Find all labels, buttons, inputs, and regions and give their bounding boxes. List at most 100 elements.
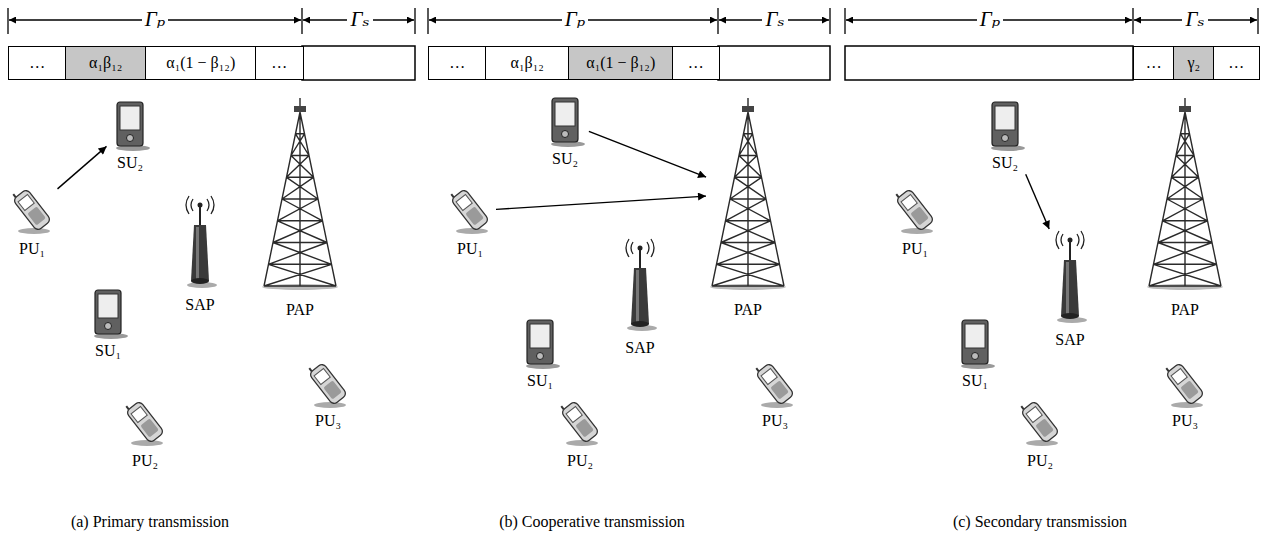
device-label: PU₂ — [1027, 452, 1053, 470]
slot-label: … — [1228, 54, 1244, 72]
time-slot: … — [428, 46, 487, 80]
phone-keypad — [910, 206, 929, 225]
antenna-shine — [196, 227, 199, 279]
device-label: PAP — [734, 301, 762, 319]
device-label: SAP — [625, 339, 654, 357]
time-slot: … — [255, 46, 304, 80]
slot-label: α₁β₁₂ — [511, 54, 544, 72]
phone-keypad — [140, 418, 159, 437]
time-frame-arrows — [8, 8, 1258, 34]
frame-tick — [844, 8, 845, 34]
tower-icon — [1145, 96, 1225, 291]
slot-label: … — [29, 54, 45, 72]
empty-slot — [845, 46, 1133, 80]
panel-caption: (a) Primary transmission — [68, 513, 232, 531]
network-device: PU₂ — [556, 398, 604, 470]
slot-label: … — [449, 54, 465, 72]
antenna-base — [191, 278, 209, 284]
network-device: PU₁ — [446, 186, 494, 258]
frame-tick — [1257, 8, 1258, 34]
phone-screen — [566, 406, 582, 422]
antenna-tip — [1068, 238, 1073, 243]
antenna-body — [631, 268, 649, 324]
phone-body — [756, 363, 795, 406]
phone-aerial — [126, 406, 128, 409]
time-slot: γ₂ — [1173, 46, 1215, 80]
phone-aerial — [309, 368, 311, 371]
phone-body — [126, 401, 165, 444]
pda-icon — [543, 96, 587, 148]
pda-screen — [995, 106, 1015, 130]
phone-screen — [456, 194, 472, 210]
antenna-rod — [639, 250, 641, 268]
antenna-icon — [180, 195, 220, 290]
network-device: SU₂ — [983, 100, 1027, 172]
shadow — [131, 440, 163, 446]
phone-aerial — [561, 406, 563, 409]
device-label: PU₃ — [315, 412, 341, 430]
device-label: PU₃ — [1172, 412, 1198, 430]
network-device: PU₃ — [1161, 360, 1209, 430]
antenna-base — [631, 321, 649, 327]
antenna-rod — [1069, 242, 1071, 260]
phone-screen — [901, 194, 917, 210]
pda-screen — [530, 324, 550, 348]
phone-screen — [761, 368, 777, 384]
device-label: SU₁ — [95, 342, 121, 360]
network-device: SU₁ — [86, 288, 130, 360]
duration-label: Γₛ — [347, 8, 372, 31]
tower-top — [742, 106, 754, 112]
frame-tick — [301, 8, 302, 34]
network-device: SAP — [180, 195, 220, 314]
tower-icon — [708, 96, 788, 291]
network-device: PU₃ — [304, 360, 352, 430]
pda-button — [127, 135, 134, 142]
phone-body — [1021, 401, 1060, 444]
antenna-tip — [638, 246, 643, 251]
shadow — [18, 228, 50, 234]
frame-tick — [427, 8, 428, 34]
panel-caption: (c) Secondary transmission — [950, 513, 1130, 531]
pda-icon — [86, 288, 130, 340]
lattice — [1149, 98, 1221, 286]
phone-body — [896, 189, 935, 232]
phone-screen — [18, 194, 34, 210]
frame-tick — [414, 8, 415, 34]
device-label: PU₃ — [762, 412, 788, 430]
antenna-icon — [620, 238, 660, 333]
shadow — [1026, 440, 1058, 446]
tower-top — [1179, 106, 1191, 112]
pda-button — [537, 353, 544, 360]
shadow — [456, 228, 488, 234]
pda-screen — [965, 324, 985, 348]
transmission-arrow — [58, 146, 107, 189]
phone-keypad — [1180, 380, 1199, 399]
time-slot: … — [1133, 46, 1175, 80]
pda-icon — [518, 318, 562, 370]
device-label: SAP — [1055, 331, 1084, 349]
phone-aerial — [1166, 368, 1168, 371]
time-slot: … — [8, 46, 67, 80]
pda-icon — [108, 100, 152, 152]
phone-screen — [1171, 368, 1187, 384]
pda-body — [962, 320, 988, 364]
device-label: SU₂ — [552, 150, 578, 168]
slot-label: α₁β₁₂ — [89, 54, 122, 72]
pda-body — [95, 290, 121, 334]
phone-keypad — [323, 380, 342, 399]
phone-aerial — [13, 194, 15, 197]
pda-body — [992, 102, 1018, 146]
pda-screen — [98, 294, 118, 318]
empty-slot — [718, 46, 830, 80]
pda-button — [1002, 135, 1009, 142]
network-device: PU₂ — [121, 398, 169, 470]
duration-label: Γₚ — [142, 8, 168, 31]
phone-aerial — [451, 194, 453, 197]
network-device: SU₂ — [543, 96, 587, 168]
shadow — [1171, 402, 1203, 408]
antenna-tip — [198, 203, 203, 208]
device-label: PU₂ — [132, 452, 158, 470]
device-label: PU₁ — [902, 240, 928, 258]
device-label: SAP — [185, 296, 214, 314]
lattice — [264, 98, 336, 286]
